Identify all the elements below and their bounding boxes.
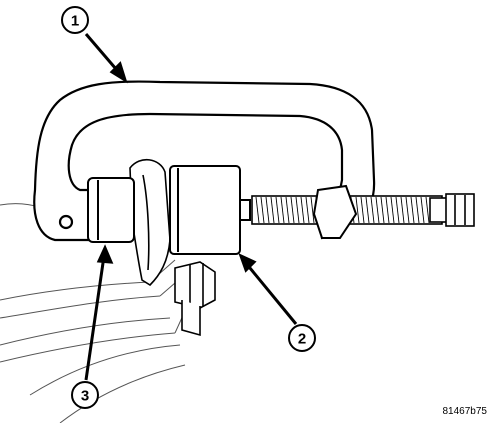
thread-line bbox=[360, 196, 365, 224]
installer-cup bbox=[169, 165, 251, 255]
thread-line bbox=[280, 196, 285, 224]
thread-line bbox=[400, 196, 405, 224]
thread-line bbox=[365, 196, 370, 224]
thread-line bbox=[420, 196, 425, 224]
thread-line bbox=[395, 196, 400, 224]
thread-line bbox=[425, 196, 430, 224]
thread-line bbox=[275, 196, 280, 224]
leader-lines bbox=[84, 33, 298, 381]
thread-line bbox=[290, 196, 295, 224]
thread-line bbox=[355, 196, 360, 224]
thread-line bbox=[415, 196, 420, 224]
c-clamp-screw-boss bbox=[312, 184, 358, 239]
figure-id: 81467b75 bbox=[442, 406, 488, 417]
thread-line bbox=[260, 196, 265, 224]
thread-line bbox=[305, 196, 310, 224]
svg-text:2: 2 bbox=[298, 331, 306, 348]
thread-line bbox=[380, 196, 385, 224]
callout-2: 2 bbox=[288, 324, 316, 352]
forcing-screw bbox=[251, 193, 475, 227]
knuckle bbox=[129, 159, 171, 287]
callout-3: 3 bbox=[71, 381, 99, 409]
ball-joint-nut bbox=[174, 261, 216, 337]
thread-line bbox=[310, 196, 315, 224]
svg-text:3: 3 bbox=[81, 388, 89, 405]
thread-line bbox=[265, 196, 270, 224]
thread-line bbox=[405, 196, 410, 224]
svg-text:1: 1 bbox=[71, 13, 79, 30]
thread-line bbox=[285, 196, 290, 224]
thread-line bbox=[255, 196, 260, 224]
receiver-cup bbox=[87, 177, 135, 243]
thread-line bbox=[375, 196, 380, 224]
thread-line bbox=[295, 196, 300, 224]
thread-line bbox=[370, 196, 375, 224]
thread-line bbox=[385, 196, 390, 224]
thread-line bbox=[270, 196, 275, 224]
callout-1: 1 bbox=[61, 6, 89, 34]
suspension-component bbox=[0, 203, 191, 423]
thread-line bbox=[390, 196, 395, 224]
thread-line bbox=[300, 196, 305, 224]
thread-line bbox=[410, 196, 415, 224]
